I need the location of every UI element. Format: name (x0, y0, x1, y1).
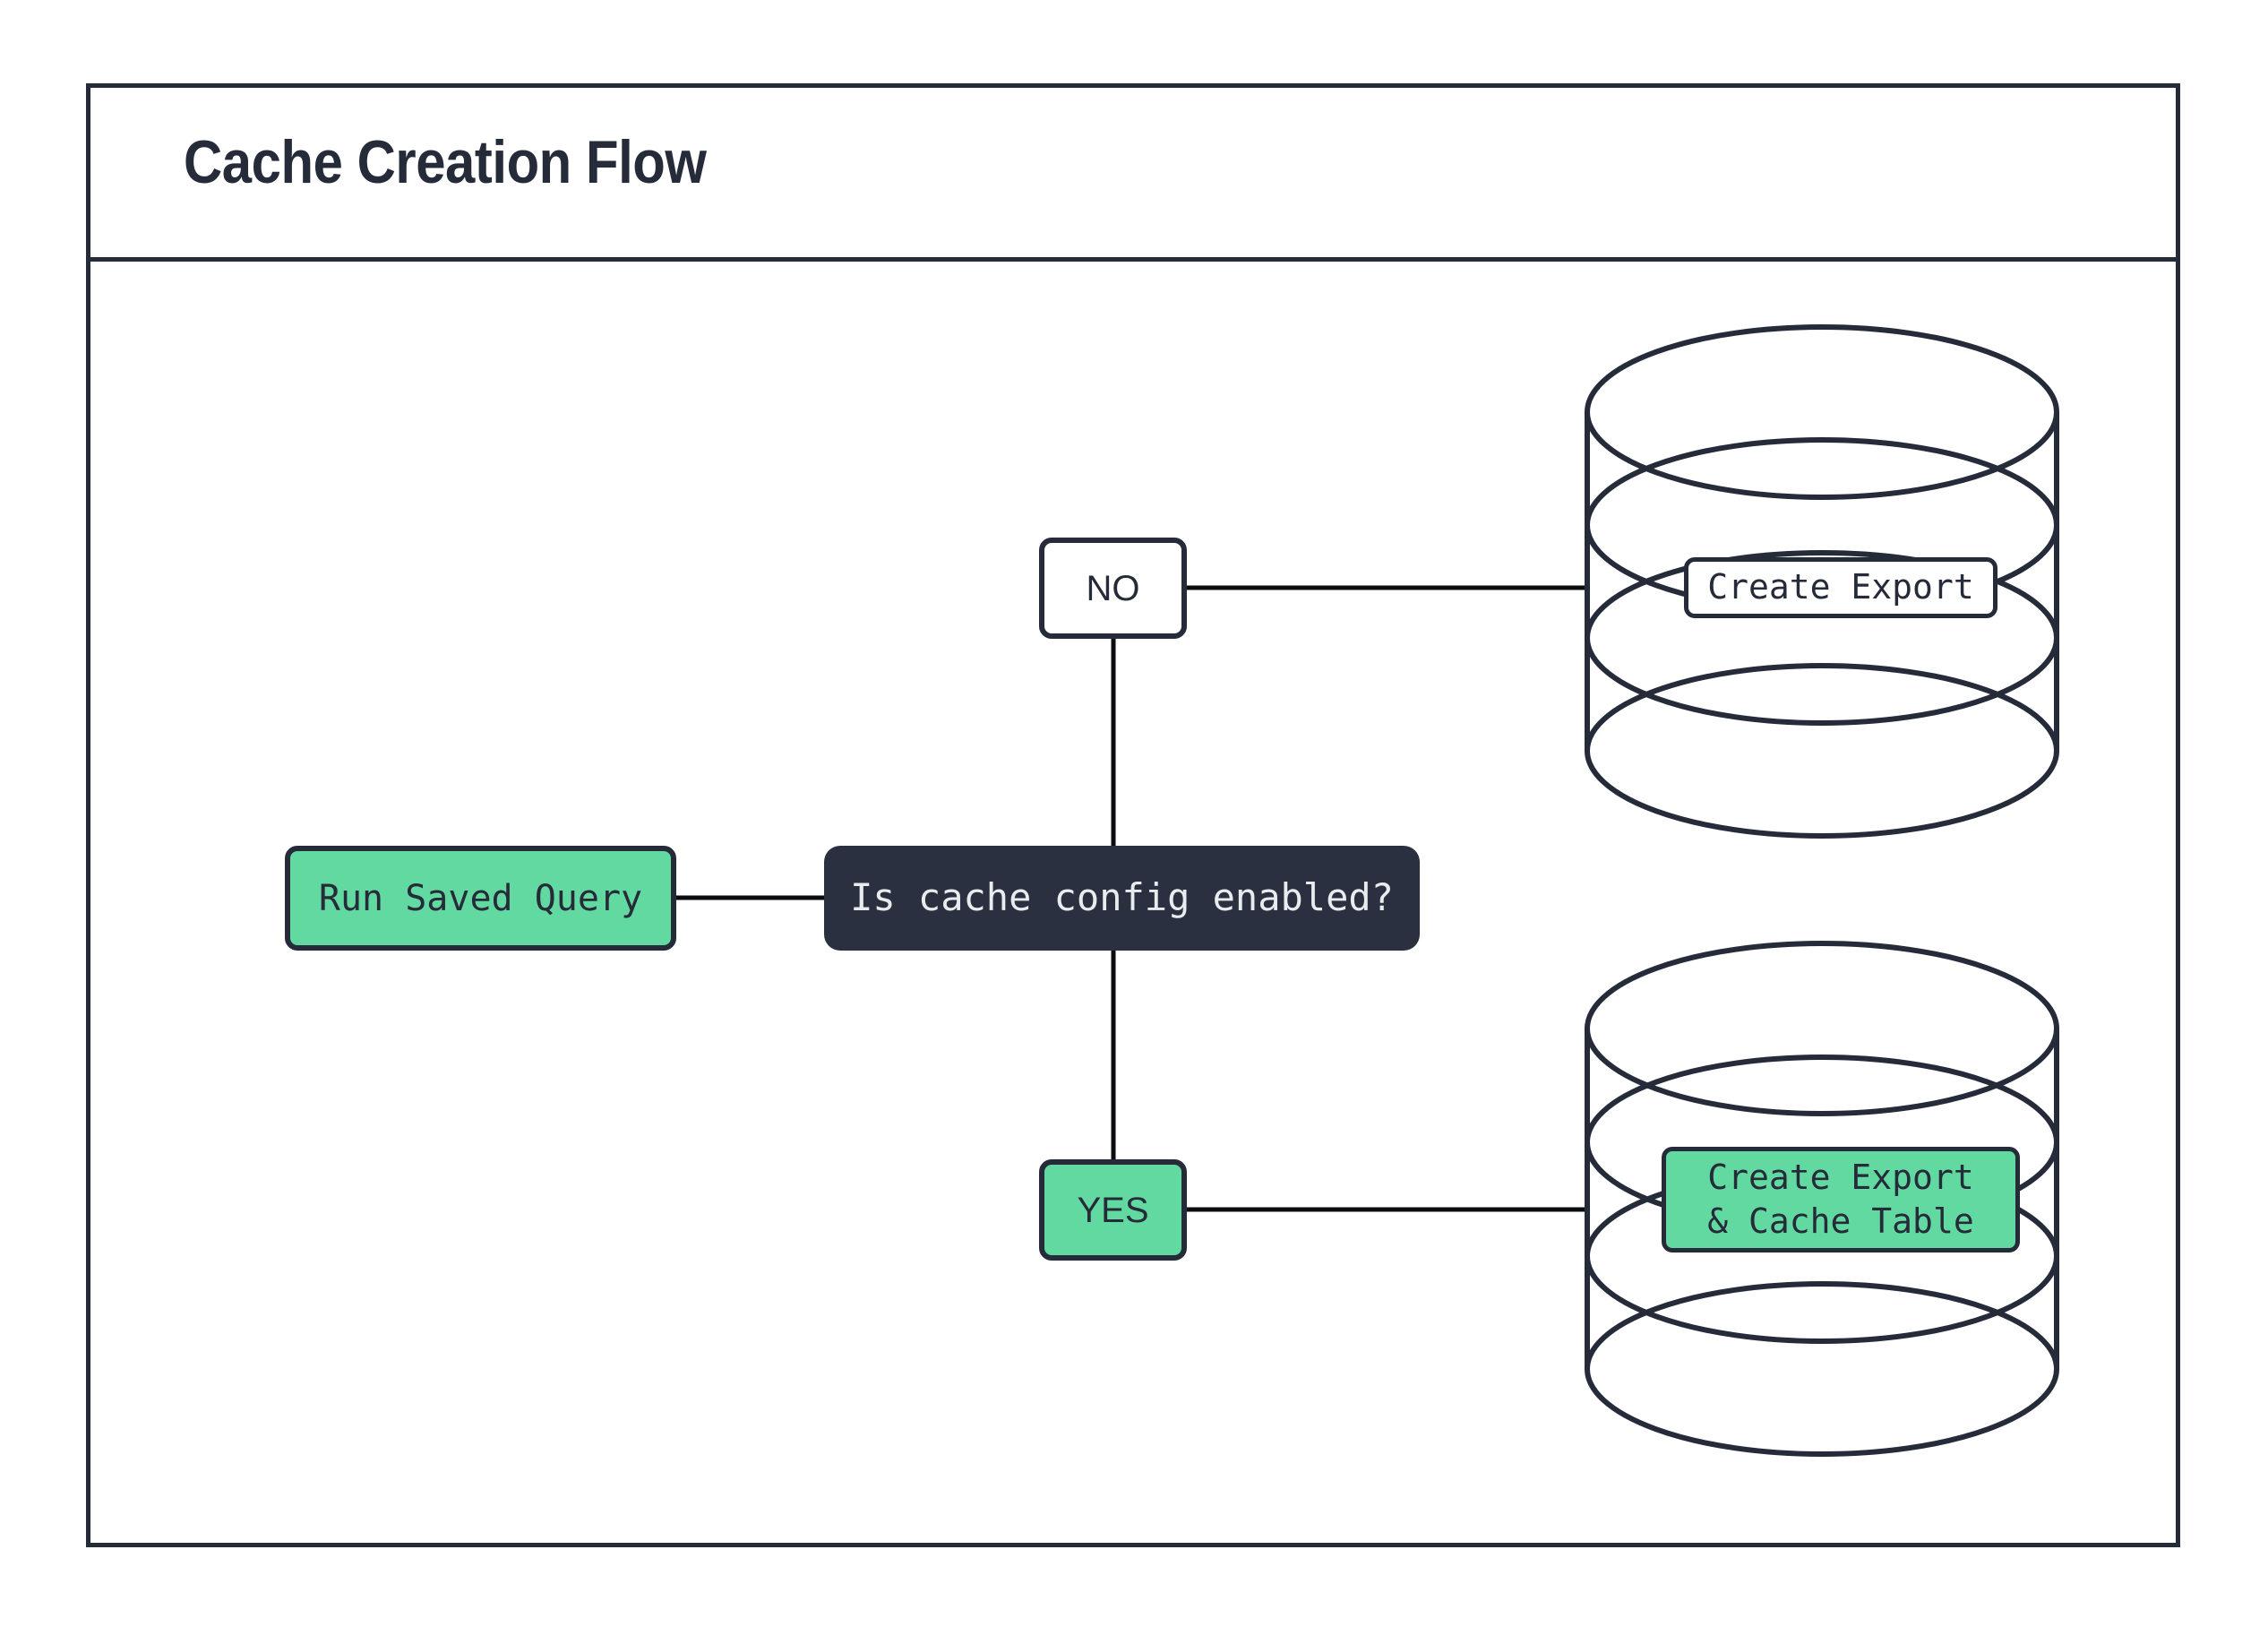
diagram-title-bar: Cache Creation Flow (90, 88, 2176, 262)
node-decision-cache-config[interactable]: Is cache config enabled? (824, 846, 1420, 951)
page-title: Cache Creation Flow (184, 128, 707, 196)
node-database-export-cache-label[interactable]: Create Export & Cache Table (1662, 1147, 2020, 1253)
node-database-export-label[interactable]: Create Export (1684, 557, 1997, 618)
node-branch-no[interactable]: NO (1039, 538, 1187, 639)
diagram-frame: Cache Creation Flow (86, 83, 2180, 1547)
node-run-saved-query[interactable]: Run Saved Query (285, 846, 676, 951)
node-branch-yes[interactable]: YES (1039, 1159, 1187, 1261)
